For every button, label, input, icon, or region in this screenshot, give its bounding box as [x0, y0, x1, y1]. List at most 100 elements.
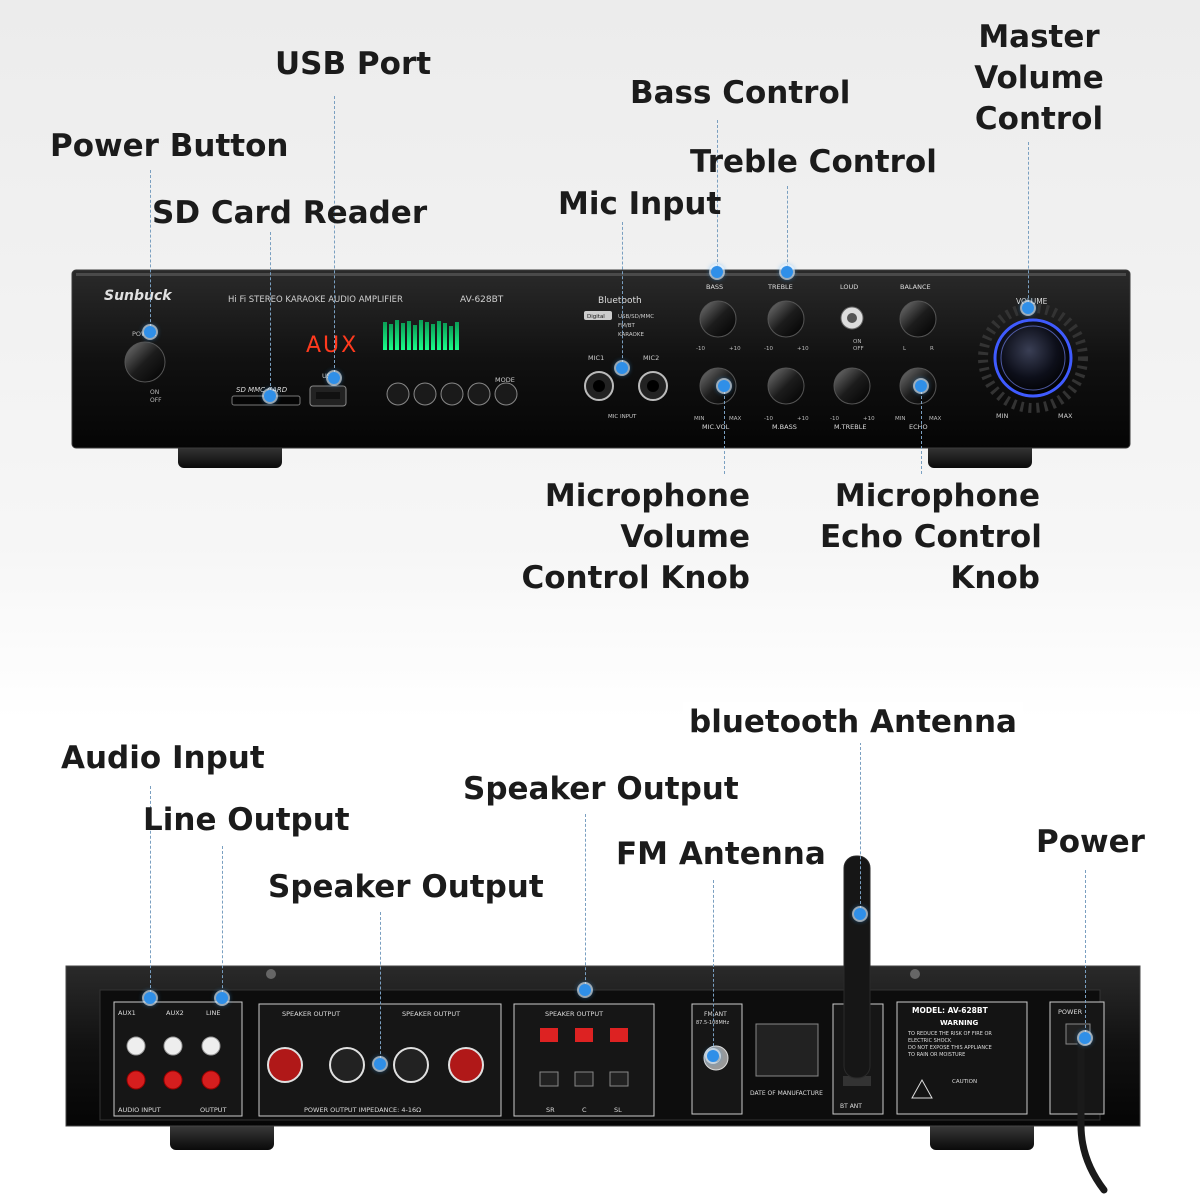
amplifier-subtitle: Hi Fi STEREO KARAOKE AUDIO AMPLIFIER — [228, 295, 403, 305]
model-label-rear: MODEL: AV-628BT — [912, 1006, 989, 1015]
svg-text:+10: +10 — [797, 416, 809, 422]
bass-knob[interactable] — [699, 300, 737, 338]
volume-scale — [978, 303, 1088, 413]
mic-bass-label: M.BASS — [772, 423, 797, 431]
echo-label: ECHO — [909, 423, 928, 431]
power-socket-block — [1049, 1001, 1105, 1115]
leader-sd-card — [270, 232, 271, 396]
svg-text:-10: -10 — [764, 416, 773, 422]
sd-card-label: SD MMC CARD — [236, 386, 288, 394]
svg-text:-10: -10 — [764, 346, 773, 352]
screw — [266, 969, 276, 979]
callout-power-button: Power Button — [50, 128, 289, 164]
svg-text:+10: +10 — [797, 346, 809, 352]
sl-terminal-red[interactable] — [610, 1028, 628, 1042]
aux2-right-jack[interactable] — [163, 1070, 183, 1090]
mic-treble-knob[interactable] — [833, 367, 871, 405]
svg-text:MAX: MAX — [929, 416, 942, 422]
indicator-dot — [328, 372, 340, 384]
svg-text:MIN: MIN — [694, 416, 704, 422]
power-button[interactable] — [124, 341, 166, 383]
svg-text:POWER: POWER — [1058, 1008, 1083, 1016]
line-left-jack[interactable] — [201, 1036, 221, 1056]
volume-label: VOLUME — [1016, 297, 1048, 306]
next-button[interactable] — [467, 382, 491, 406]
model-number-front: AV-628BT — [460, 295, 504, 305]
top-knob-row: BASS -10 +10 TREBLE -10 +10 LOUD ON OFF … — [696, 283, 937, 352]
svg-text:L: L — [903, 346, 907, 352]
speaker-right-negative[interactable] — [393, 1047, 429, 1083]
svg-text:+10: +10 — [729, 346, 741, 352]
indicator-dot — [707, 1050, 719, 1062]
display-readout: AUX — [306, 333, 358, 358]
bluetooth-label: Bluetooth — [598, 296, 642, 306]
master-volume-knob[interactable] — [993, 318, 1073, 398]
line-right-jack[interactable] — [201, 1070, 221, 1090]
leader-master-volume — [1028, 142, 1029, 308]
callout-usb-port: USB Port — [275, 46, 432, 82]
indicator-dot — [579, 984, 591, 996]
repeat-button[interactable] — [386, 382, 410, 406]
indicator-dot — [915, 380, 927, 392]
svg-text:AUX2: AUX2 — [166, 1009, 184, 1017]
speaker-right-positive[interactable] — [448, 1047, 484, 1083]
bluetooth-antenna[interactable] — [843, 855, 871, 1079]
warning-triangle-icon — [911, 1078, 933, 1099]
surround-terminal-block — [513, 1003, 655, 1117]
brand-logo: Sunbuck — [104, 288, 173, 304]
aux1-left-jack[interactable] — [126, 1036, 146, 1056]
rear-foot-left — [170, 1120, 274, 1150]
leader-mic-volume — [724, 386, 725, 474]
aux2-left-jack[interactable] — [163, 1036, 183, 1056]
leader-power — [1085, 870, 1086, 1038]
mic2-label: MIC2 — [643, 354, 659, 362]
callout-line-output: Line Output — [143, 802, 350, 838]
leader-audio-input — [150, 786, 151, 998]
svg-text:AUDIO INPUT: AUDIO INPUT — [118, 1106, 161, 1114]
front-panel: Sunbuck Hi Fi STEREO KARAOKE AUDIO AMPLI… — [71, 269, 1131, 468]
mic-treble-label: M.TREBLE — [834, 423, 866, 431]
mode-button[interactable] — [494, 382, 518, 406]
mic-bass-knob[interactable] — [767, 367, 805, 405]
indicator-dot — [144, 326, 156, 338]
impedance-label: POWER OUTPUT IMPEDANCE: 4-16Ω — [304, 1106, 421, 1114]
play-pause-button[interactable] — [440, 382, 464, 406]
leader-line-output — [222, 846, 223, 998]
power-on-label: ON — [150, 389, 159, 396]
callout-power: Power — [1036, 824, 1145, 860]
callout-master-volume: Master Volume Control — [974, 19, 1104, 137]
sl-terminal-black[interactable] — [609, 1071, 629, 1087]
balance-knob[interactable] — [899, 300, 937, 338]
digital-label: Digital — [587, 314, 605, 320]
svg-text:ON: ON — [853, 339, 861, 345]
c-terminal-black[interactable] — [574, 1071, 594, 1087]
leader-mic-input — [622, 222, 623, 368]
svg-text:MAX: MAX — [729, 416, 742, 422]
feature-fm: FM/BT — [618, 323, 636, 329]
callout-fm-antenna: FM Antenna — [616, 836, 826, 872]
svg-text:LINE: LINE — [206, 1009, 221, 1017]
indicator-dot — [781, 266, 793, 278]
svg-text:TO RAIN OR MOISTURE: TO RAIN OR MOISTURE — [907, 1052, 965, 1058]
svg-text:-10: -10 — [696, 346, 705, 352]
svg-text:87.5-108MHz: 87.5-108MHz — [696, 1020, 730, 1026]
aux1-right-jack[interactable] — [126, 1070, 146, 1090]
callout-mic-volume-knob: Microphone Volume Control Knob — [521, 478, 750, 596]
indicator-dot — [711, 266, 723, 278]
previous-button[interactable] — [413, 382, 437, 406]
bass-label: BASS — [706, 283, 723, 291]
callout-speaker-output-left: Speaker Output — [268, 869, 544, 905]
volume-max-label: MAX — [1058, 412, 1073, 420]
speaker-left-negative[interactable] — [329, 1047, 365, 1083]
leader-echo — [921, 386, 922, 474]
indicator-dot — [144, 992, 156, 1004]
c-terminal-red[interactable] — [575, 1028, 593, 1042]
svg-text:BT ANT: BT ANT — [840, 1103, 862, 1110]
treble-knob[interactable] — [767, 300, 805, 338]
sr-terminal-black[interactable] — [539, 1071, 559, 1087]
sr-terminal-red[interactable] — [540, 1028, 558, 1042]
screw — [910, 969, 920, 979]
speaker-left-positive[interactable] — [267, 1047, 303, 1083]
svg-text:ELECTRIC SHOCK: ELECTRIC SHOCK — [908, 1038, 952, 1044]
